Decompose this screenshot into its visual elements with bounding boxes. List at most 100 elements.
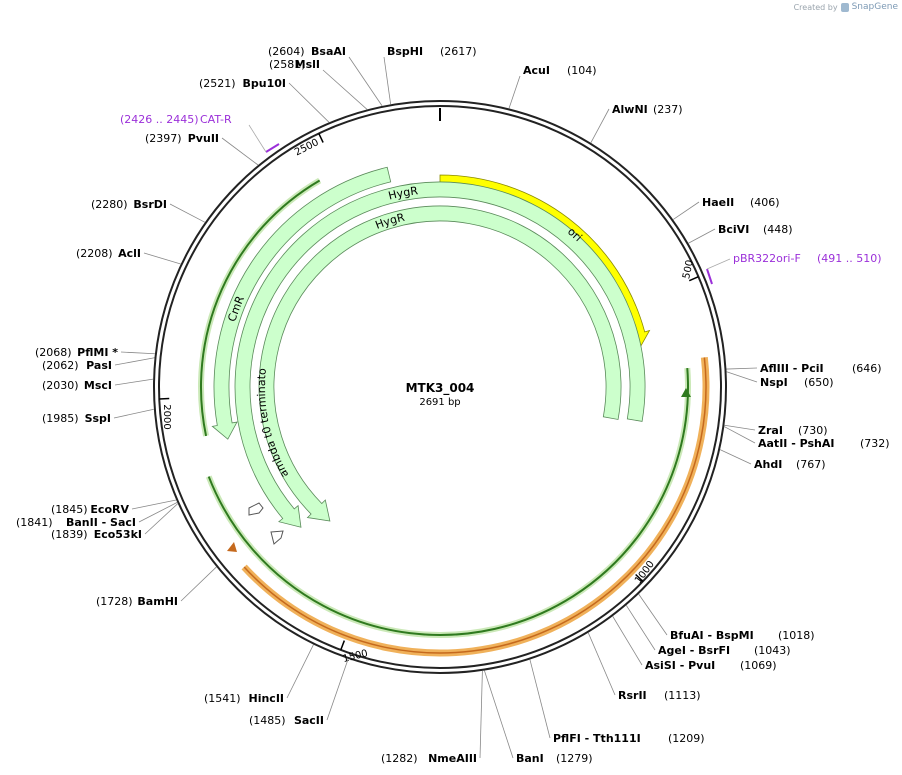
- track-green-arrowhead: [681, 388, 691, 397]
- site-eco53ki-position: (1839): [51, 528, 88, 541]
- site-sacii-position: (1485): [249, 714, 286, 727]
- site-pasi-position: (2062): [42, 359, 79, 372]
- site-sspi[interactable]: SspI(1985): [42, 412, 111, 425]
- site-nmeaiii[interactable]: NmeAIII(1282): [381, 752, 477, 765]
- site-acli[interactable]: AclI(2208): [76, 247, 141, 260]
- site-bsrdi[interactable]: BsrDI(2280): [91, 198, 167, 211]
- site-pflfi-leader: [529, 659, 551, 739]
- site-haeii[interactable]: HaeII(406): [702, 196, 780, 209]
- site-bani-leader: [484, 670, 514, 759]
- tick-2500-mark: [318, 133, 324, 143]
- site-asisi-position: (1069): [740, 659, 777, 672]
- site-bsaai-position: (2604): [268, 45, 305, 58]
- site-msli-name: MslI: [295, 58, 320, 71]
- primer-pbr322ori-f-range: (491 .. 510): [817, 252, 882, 265]
- site-sspi-leader: [113, 408, 154, 419]
- site-nspi-leader: [726, 371, 758, 383]
- site-msli[interactable]: MslI(2581): [269, 58, 320, 71]
- site-bsphi[interactable]: BspHI(2617): [387, 45, 477, 58]
- site-asisi[interactable]: AsiSI - PvuI(1069): [645, 659, 777, 672]
- site-bpu10i-name: Bpu10I: [243, 77, 287, 90]
- backbone-outer: [153, 100, 727, 674]
- site-zrai-leader: [724, 424, 756, 431]
- site-bcivi-position: (448): [763, 223, 793, 236]
- site-alwni-position: (237): [653, 103, 683, 116]
- feature-hygr-outer-label: HygR: [387, 184, 419, 202]
- site-hincii-name: HincII: [248, 692, 284, 705]
- site-pvuii[interactable]: PvuII(2397): [145, 132, 219, 145]
- site-ahdi-name: AhdI: [754, 458, 782, 471]
- site-afliii-leader: [726, 367, 758, 370]
- tick-500-mark: [688, 276, 699, 282]
- site-hincii[interactable]: HincII(1541): [204, 692, 284, 705]
- site-bfuai-name: BfuAI - BspMI: [670, 629, 754, 642]
- site-msci[interactable]: MscI(2030): [42, 379, 112, 392]
- site-sspi-name: SspI: [85, 412, 111, 425]
- site-bpu10i-position: (2521): [199, 77, 236, 90]
- site-bcivi[interactable]: BciVI (448): [718, 223, 793, 236]
- track-orange-arrowhead: [227, 542, 237, 552]
- site-afliii[interactable]: AflIII - PciI(646): [760, 362, 882, 375]
- site-bsaai[interactable]: BsaAI(2604): [268, 45, 346, 58]
- site-bfuai[interactable]: BfuAI - BspMI(1018): [670, 629, 815, 642]
- plasmid-name: MTK3_004: [406, 381, 475, 396]
- site-bamhi-leader: [180, 566, 217, 602]
- site-nspi[interactable]: NspI(650): [760, 376, 834, 389]
- tick-1000-mark: [635, 573, 644, 582]
- site-acui-name: AcuI: [523, 64, 550, 77]
- site-aatii-name: AatII - PshAI: [758, 437, 834, 450]
- terminator-mark-1: [248, 502, 264, 516]
- site-msli-leader: [322, 69, 368, 110]
- site-bamhi[interactable]: BamHI (1728): [96, 595, 178, 608]
- site-pflmi[interactable]: PflMI *(2068): [35, 346, 118, 359]
- site-bsrdi-position: (2280): [91, 198, 128, 211]
- feature-hygr-outer-arrow: [234, 181, 646, 528]
- primer-pbr322ori-f[interactable]: pBR322ori-F(491 .. 510): [733, 252, 882, 265]
- site-acui[interactable]: AcuI(104): [523, 64, 597, 77]
- site-ecorv[interactable]: EcoRV(1845): [51, 503, 129, 516]
- site-banii[interactable]: BanII - SacI(1841): [16, 516, 136, 529]
- site-ecorv-leader: [131, 499, 177, 510]
- primer-pbr322ori-f-mark: [706, 268, 713, 285]
- tick-1500-mark: [340, 640, 346, 651]
- primer-cat-r-name: CAT-R: [200, 113, 232, 126]
- site-bani[interactable]: BanI(1279): [516, 752, 593, 765]
- site-pflfi[interactable]: PflFI - Tth111I(1209): [553, 732, 705, 745]
- site-aatii-position: (732): [860, 437, 890, 450]
- site-rsrii[interactable]: RsrII(1113): [618, 689, 701, 702]
- site-bamhi-position: (1728): [96, 595, 133, 608]
- track-green2-line: [200, 179, 321, 437]
- site-aatii[interactable]: AatII - PshAI (732): [758, 437, 890, 450]
- site-bfuai-leader: [638, 593, 668, 636]
- site-eco53ki[interactable]: Eco53kI(1839): [51, 528, 142, 541]
- site-pasi[interactable]: PasI (2062): [42, 359, 112, 372]
- site-alwni-leader: [590, 108, 610, 144]
- site-bamhi-name: BamHI: [137, 595, 178, 608]
- tick-500-label: 500: [681, 259, 696, 280]
- site-ecorv-name: EcoRV: [90, 503, 129, 516]
- site-nspi-name: NspI: [760, 376, 788, 389]
- site-bsphi-name: BspHI: [387, 45, 423, 58]
- site-zrai[interactable]: ZraI(730): [758, 424, 828, 437]
- site-zrai-name: ZraI: [758, 424, 783, 437]
- site-bpu10i[interactable]: Bpu10I (2521): [199, 77, 286, 90]
- site-alwni[interactable]: AlwNI(237): [612, 103, 683, 116]
- site-haeii-position: (406): [750, 196, 780, 209]
- site-afliii-name: AflIII - PciI: [760, 362, 824, 375]
- site-bsaai-leader: [348, 56, 383, 107]
- site-bcivi-name: BciVI: [718, 223, 749, 236]
- site-ahdi[interactable]: AhdI(767): [754, 458, 826, 471]
- site-agei[interactable]: AgeI - BsrFI(1043): [658, 644, 791, 657]
- site-msci-name: MscI: [84, 379, 112, 392]
- snapgene-logo-icon: [840, 2, 849, 12]
- site-nmeaiii-name: NmeAIII: [428, 752, 477, 765]
- site-bpu10i-leader: [288, 82, 330, 123]
- site-rsrii-position: (1113): [664, 689, 701, 702]
- site-sacii[interactable]: SacII(1485): [249, 714, 324, 727]
- feature-cmr-arrow: [211, 166, 392, 440]
- site-aatii-leader: [724, 426, 756, 444]
- primer-cat-r[interactable]: (2426 .. 2445)CAT-R: [120, 113, 232, 126]
- site-pasi-name: PasI: [86, 359, 112, 372]
- primer-cat-r-range: (2426 .. 2445): [120, 113, 199, 126]
